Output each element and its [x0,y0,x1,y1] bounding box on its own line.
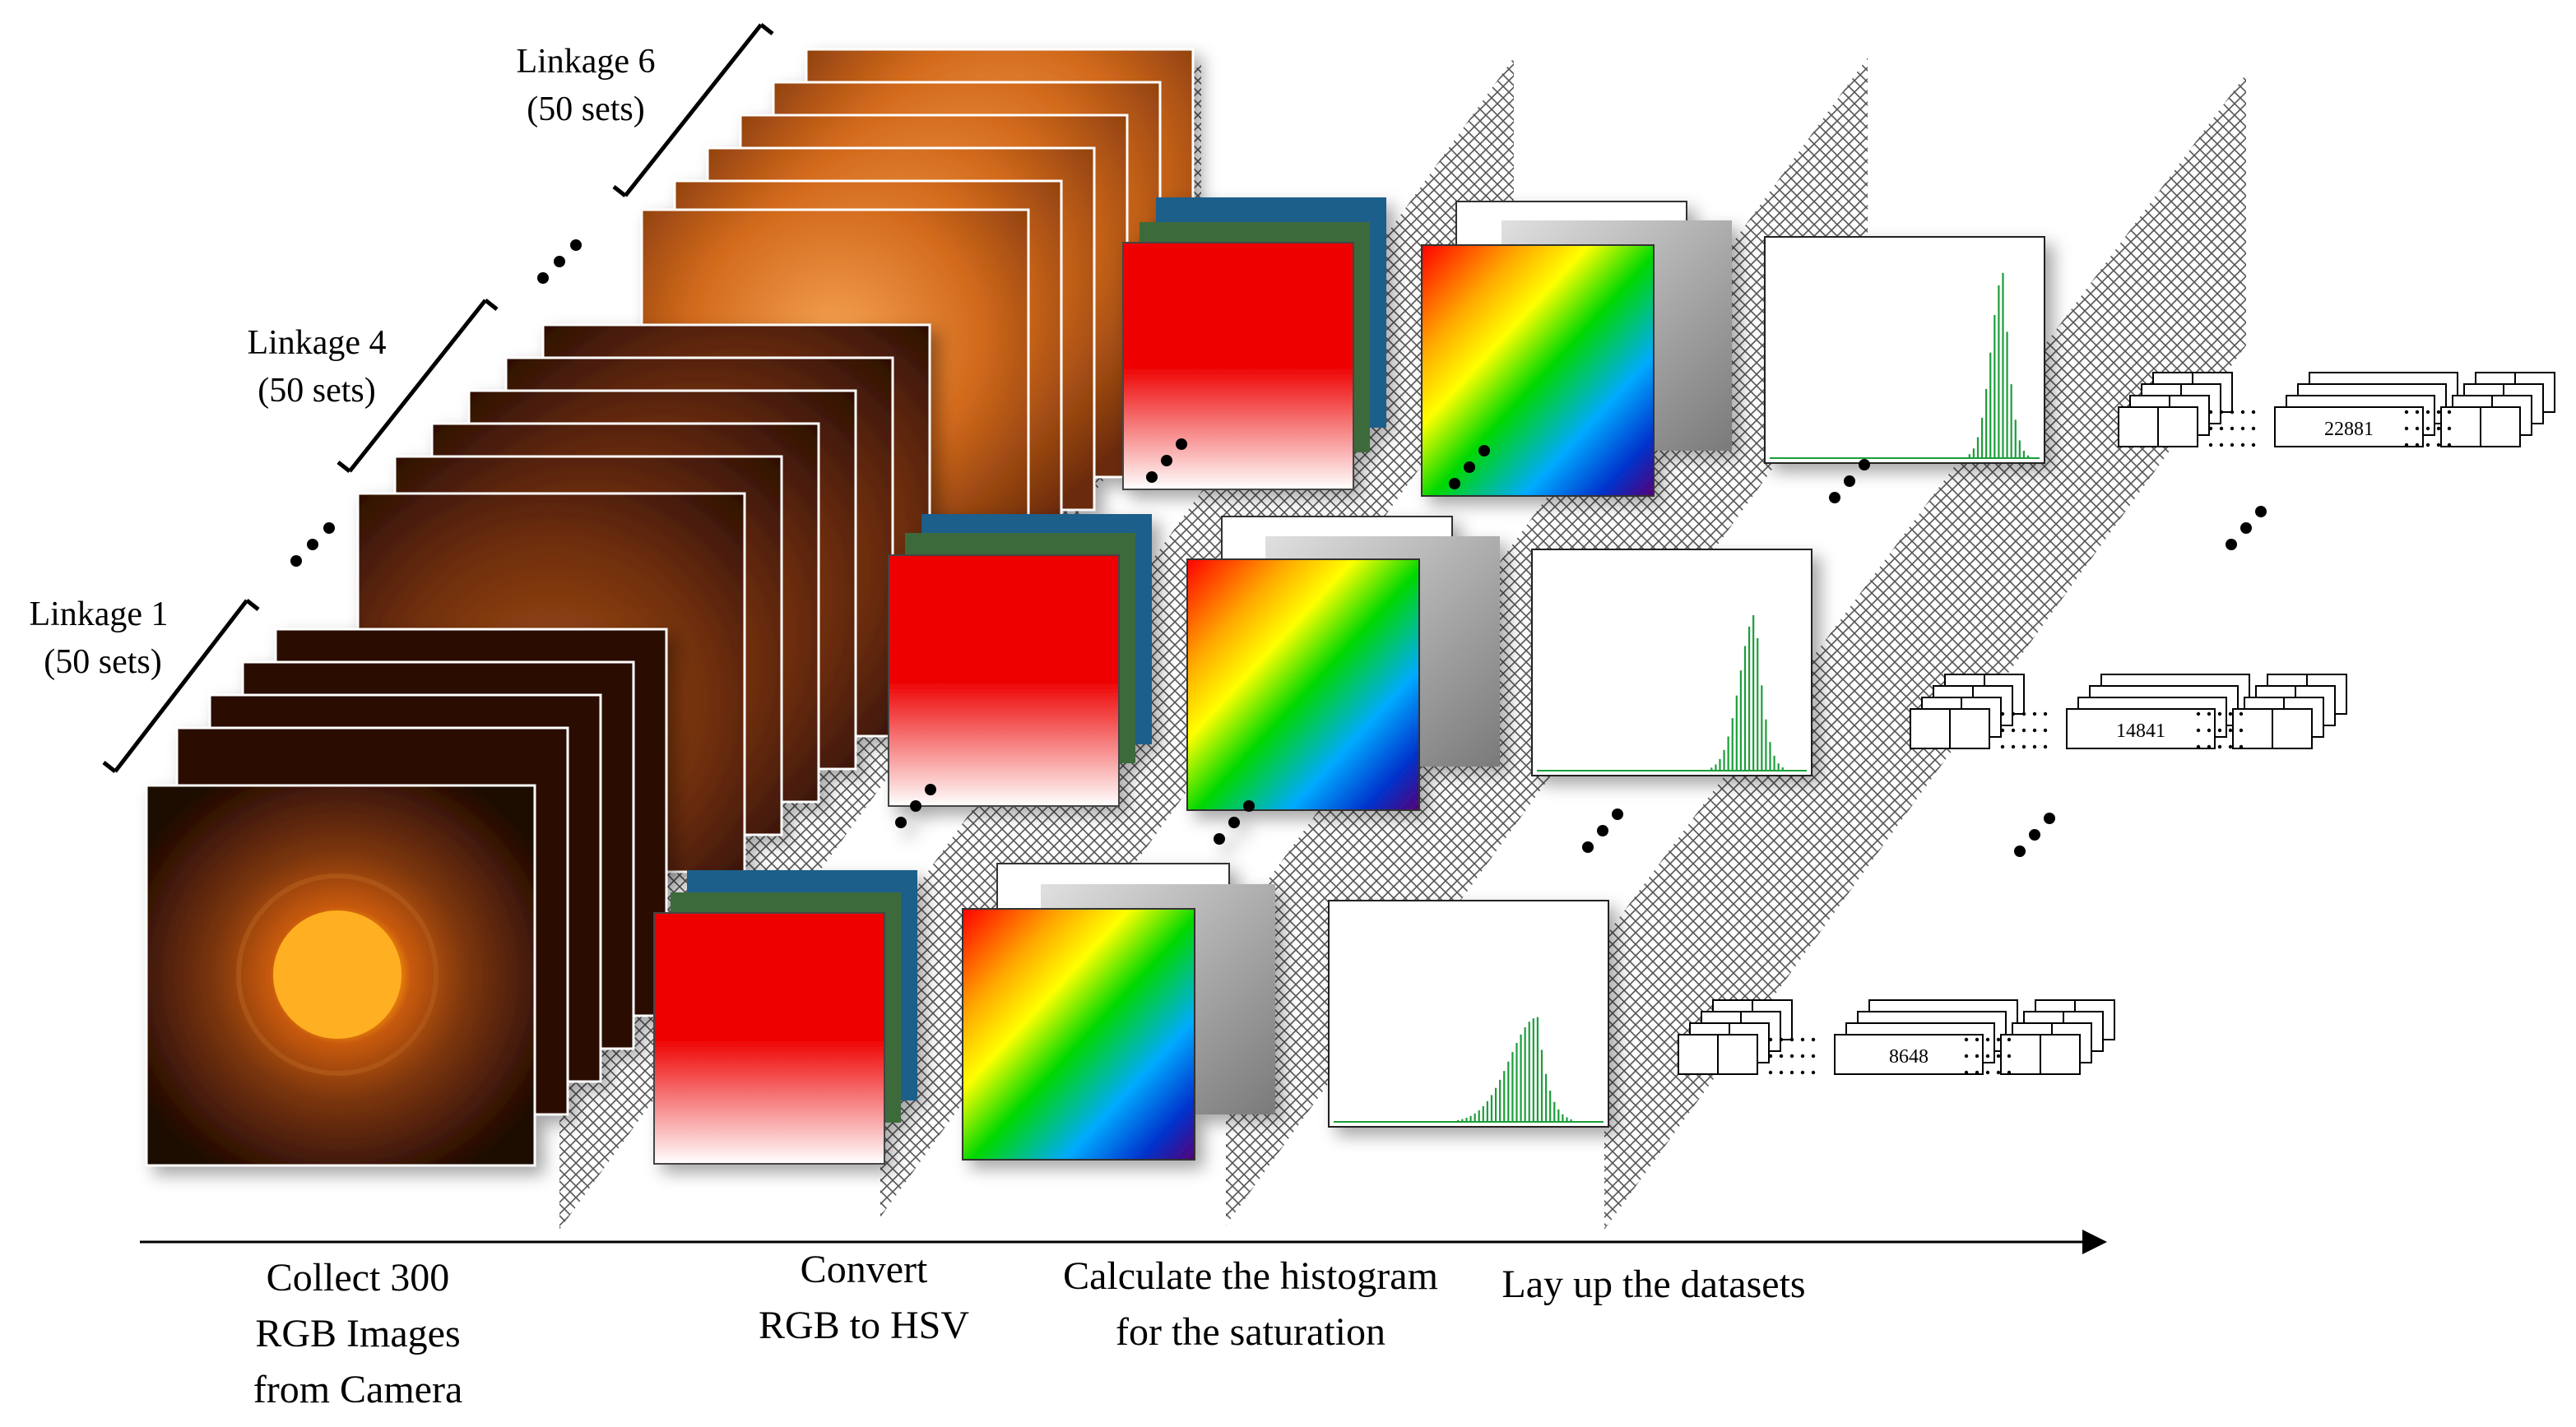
ellipsis-stack-high [537,239,582,284]
hsv-stack-top [1421,201,1732,497]
histogram-bottom-bars [1334,1017,1604,1123]
dataset-stack-bottom-value: 8648 [1889,1046,1929,1068]
bracket-linkage-6 [612,23,774,197]
bracket-linkage-1 [102,599,260,773]
rgb-channel-stacks [653,197,1386,1165]
dataset-stack-middle: 14841 [1910,674,2347,749]
step-caption-convert: Convert RGB to HSV [708,1242,1020,1354]
linkage-label-4: Linkage 4 [247,324,386,362]
histogram-middle [1531,549,1812,776]
step-collect-line2: RGB Images [255,1312,461,1355]
rgb-stack-bottom [653,870,917,1165]
linkage-labels: Linkage 1 (50 sets) Linkage 4 (50 sets) … [29,43,655,681]
dataset-stack-top-value: 22881 [2324,419,2374,440]
histogram-top [1764,236,2045,464]
step-caption-histogram: Calculate the histogram for the saturati… [1028,1249,1473,1360]
separator-plane-4 [1604,74,2246,1230]
step-caption-datasets: Lay up the datasets [1473,1257,1835,1313]
bracket-linkage-4 [337,299,499,473]
rgb-stack-top [1122,197,1386,490]
linkage-brackets [102,23,774,773]
linkage-sets-6: (50 sets) [527,90,644,128]
step-convert-line1: Convert [800,1248,928,1291]
linkage-label-1: Linkage 1 [29,595,168,633]
step-datasets-line1: Lay up the datasets [1502,1263,1806,1306]
histogram-bottom [1328,900,1609,1128]
camera-image-stacks [145,48,1195,1167]
ellipsis-histograms [1582,459,1870,853]
histogram-middle-bars [1537,615,1807,771]
linkage-sets-1: (50 sets) [44,643,161,681]
linkage-label-6: Linkage 6 [516,43,655,81]
rgb-stack-middle [888,514,1152,828]
dataset-stack-bottom: 8648 [1678,999,2115,1075]
hsv-image-stacks [962,201,1732,1161]
step-collect-line1: Collect 300 [266,1256,450,1300]
step-histogram-line2: for the saturation [1116,1310,1385,1354]
dataset-stack-top: 22881 [2118,372,2555,447]
ellipsis-dots [290,239,582,567]
step-histogram-line1: Calculate the histogram [1063,1254,1438,1298]
dataset-stack-middle-value: 14841 [2116,720,2165,742]
hsv-stack-middle [1186,516,1500,845]
step-collect-line3: from Camera [253,1368,463,1411]
step-caption-collect: Collect 300 RGB Images from Camera [193,1250,522,1418]
hsv-stack-bottom [962,863,1275,1161]
camera-lens-glow [273,910,401,1039]
ellipsis-datasets [2014,506,2267,857]
histograms [1328,236,2045,1128]
linkage-sets-4: (50 sets) [258,372,375,410]
histogram-top-bars [1770,272,2040,459]
ellipsis-stack-low [290,522,335,567]
dataset-stacks: 22881 14841 8648 [1678,372,2555,1075]
step-convert-line2: RGB to HSV [758,1304,970,1347]
image-stack-linkage-1 [145,628,668,1167]
